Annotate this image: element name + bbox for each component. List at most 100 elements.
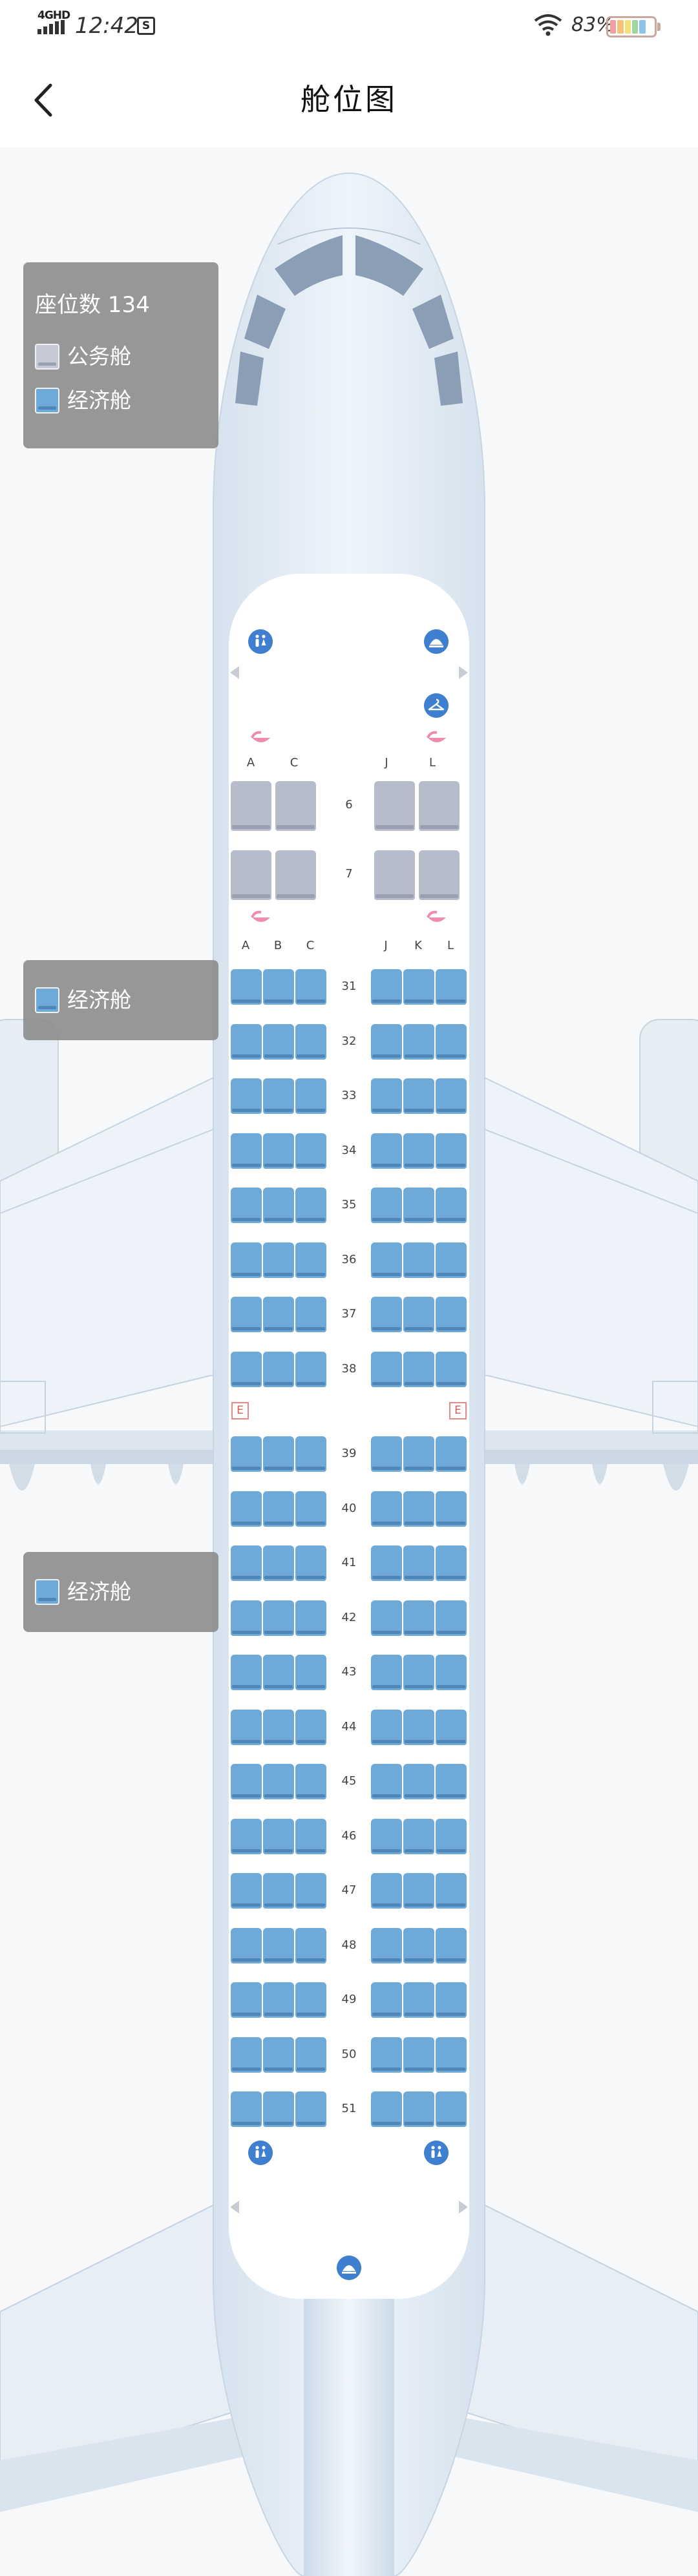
economy-seat-36B[interactable] [263, 1242, 294, 1278]
economy-seat-51B[interactable] [263, 2091, 294, 2127]
economy-seat-38C[interactable] [295, 1351, 326, 1387]
economy-seat-46J[interactable] [371, 1818, 402, 1854]
economy-seat-45C[interactable] [295, 1764, 326, 1799]
economy-seat-37K[interactable] [403, 1297, 434, 1332]
economy-seat-35C[interactable] [295, 1188, 326, 1223]
economy-seat-31C[interactable] [295, 969, 326, 1005]
economy-seat-43B[interactable] [263, 1655, 294, 1690]
economy-seat-42C[interactable] [295, 1600, 326, 1636]
economy-seat-51A[interactable] [231, 2091, 262, 2127]
economy-seat-39J[interactable] [371, 1436, 402, 1472]
economy-seat-50J[interactable] [371, 2037, 402, 2073]
economy-seat-33K[interactable] [403, 1078, 434, 1114]
economy-seat-45A[interactable] [231, 1764, 262, 1799]
economy-seat-40B[interactable] [263, 1491, 294, 1527]
economy-seat-43L[interactable] [436, 1655, 467, 1690]
economy-seat-35K[interactable] [403, 1188, 434, 1223]
economy-seat-44K[interactable] [403, 1709, 434, 1745]
economy-seat-32L[interactable] [436, 1023, 467, 1060]
economy-seat-34A[interactable] [231, 1133, 262, 1169]
economy-seat-51J[interactable] [371, 2091, 402, 2127]
economy-seat-31J[interactable] [371, 969, 402, 1005]
economy-seat-39L[interactable] [436, 1436, 467, 1472]
economy-seat-50C[interactable] [295, 2037, 326, 2073]
economy-seat-37L[interactable] [436, 1297, 467, 1332]
economy-seat-40K[interactable] [403, 1491, 434, 1527]
economy-seat-39K[interactable] [403, 1436, 434, 1472]
economy-seat-40C[interactable] [295, 1491, 326, 1527]
economy-seat-44J[interactable] [371, 1709, 402, 1745]
economy-seat-46K[interactable] [403, 1818, 434, 1854]
economy-seat-49B[interactable] [263, 1982, 294, 2018]
economy-seat-50K[interactable] [403, 2037, 434, 2073]
business-seat-7C[interactable] [275, 850, 316, 900]
economy-seat-42A[interactable] [231, 1600, 262, 1636]
economy-seat-43J[interactable] [371, 1655, 402, 1690]
business-seat-7L[interactable] [419, 850, 460, 900]
business-seat-7A[interactable] [231, 850, 271, 900]
economy-seat-51K[interactable] [403, 2091, 434, 2127]
economy-seat-33A[interactable] [231, 1078, 262, 1114]
economy-seat-31A[interactable] [231, 969, 262, 1005]
economy-seat-32A[interactable] [231, 1023, 262, 1060]
economy-seat-37B[interactable] [263, 1297, 294, 1332]
economy-seat-42L[interactable] [436, 1600, 467, 1636]
economy-seat-42K[interactable] [403, 1600, 434, 1636]
economy-seat-37C[interactable] [295, 1297, 326, 1332]
economy-seat-31L[interactable] [436, 969, 467, 1005]
economy-seat-41C[interactable] [295, 1545, 326, 1581]
economy-seat-44A[interactable] [231, 1709, 262, 1745]
economy-seat-44C[interactable] [295, 1709, 326, 1745]
economy-seat-47C[interactable] [295, 1873, 326, 1909]
economy-seat-48J[interactable] [371, 1927, 402, 1963]
economy-seat-50A[interactable] [231, 2037, 262, 2073]
economy-seat-46B[interactable] [263, 1818, 294, 1854]
economy-seat-47L[interactable] [436, 1873, 467, 1909]
chevron-left-icon[interactable] [26, 78, 65, 123]
economy-seat-48C[interactable] [295, 1927, 326, 1963]
economy-seat-36L[interactable] [436, 1242, 467, 1278]
economy-seat-37A[interactable] [231, 1297, 262, 1332]
economy-seat-46A[interactable] [231, 1818, 262, 1854]
economy-seat-32J[interactable] [371, 1023, 402, 1060]
business-seat-6J[interactable] [374, 781, 415, 831]
economy-seat-43A[interactable] [231, 1655, 262, 1690]
economy-seat-39C[interactable] [295, 1436, 326, 1472]
economy-seat-36K[interactable] [403, 1242, 434, 1278]
economy-seat-35B[interactable] [263, 1188, 294, 1223]
economy-seat-43C[interactable] [295, 1655, 326, 1690]
economy-seat-51L[interactable] [436, 2091, 467, 2127]
economy-seat-34L[interactable] [436, 1133, 467, 1169]
economy-seat-47A[interactable] [231, 1873, 262, 1909]
economy-seat-49L[interactable] [436, 1982, 467, 2018]
economy-seat-51C[interactable] [295, 2091, 326, 2127]
economy-seat-32K[interactable] [403, 1023, 434, 1060]
economy-seat-40L[interactable] [436, 1491, 467, 1527]
economy-seat-46C[interactable] [295, 1818, 326, 1854]
economy-seat-38L[interactable] [436, 1351, 467, 1387]
economy-seat-39B[interactable] [263, 1436, 294, 1472]
economy-seat-49A[interactable] [231, 1982, 262, 2018]
economy-seat-36J[interactable] [371, 1242, 402, 1278]
economy-seat-33L[interactable] [436, 1078, 467, 1114]
economy-seat-32C[interactable] [295, 1023, 326, 1060]
economy-seat-49K[interactable] [403, 1982, 434, 2018]
economy-seat-48A[interactable] [231, 1927, 262, 1963]
economy-seat-48L[interactable] [436, 1927, 467, 1963]
economy-seat-35J[interactable] [371, 1188, 402, 1223]
economy-seat-47B[interactable] [263, 1873, 294, 1909]
economy-seat-31B[interactable] [263, 969, 294, 1005]
economy-seat-45J[interactable] [371, 1764, 402, 1799]
economy-seat-44B[interactable] [263, 1709, 294, 1745]
economy-seat-38J[interactable] [371, 1351, 402, 1387]
business-seat-6L[interactable] [419, 781, 460, 831]
economy-seat-40J[interactable] [371, 1491, 402, 1527]
economy-seat-35L[interactable] [436, 1188, 467, 1223]
economy-seat-33B[interactable] [263, 1078, 294, 1114]
economy-seat-49C[interactable] [295, 1982, 326, 2018]
business-seat-6C[interactable] [275, 781, 316, 831]
economy-seat-36C[interactable] [295, 1242, 326, 1278]
economy-seat-41K[interactable] [403, 1545, 434, 1581]
economy-seat-34C[interactable] [295, 1133, 326, 1169]
